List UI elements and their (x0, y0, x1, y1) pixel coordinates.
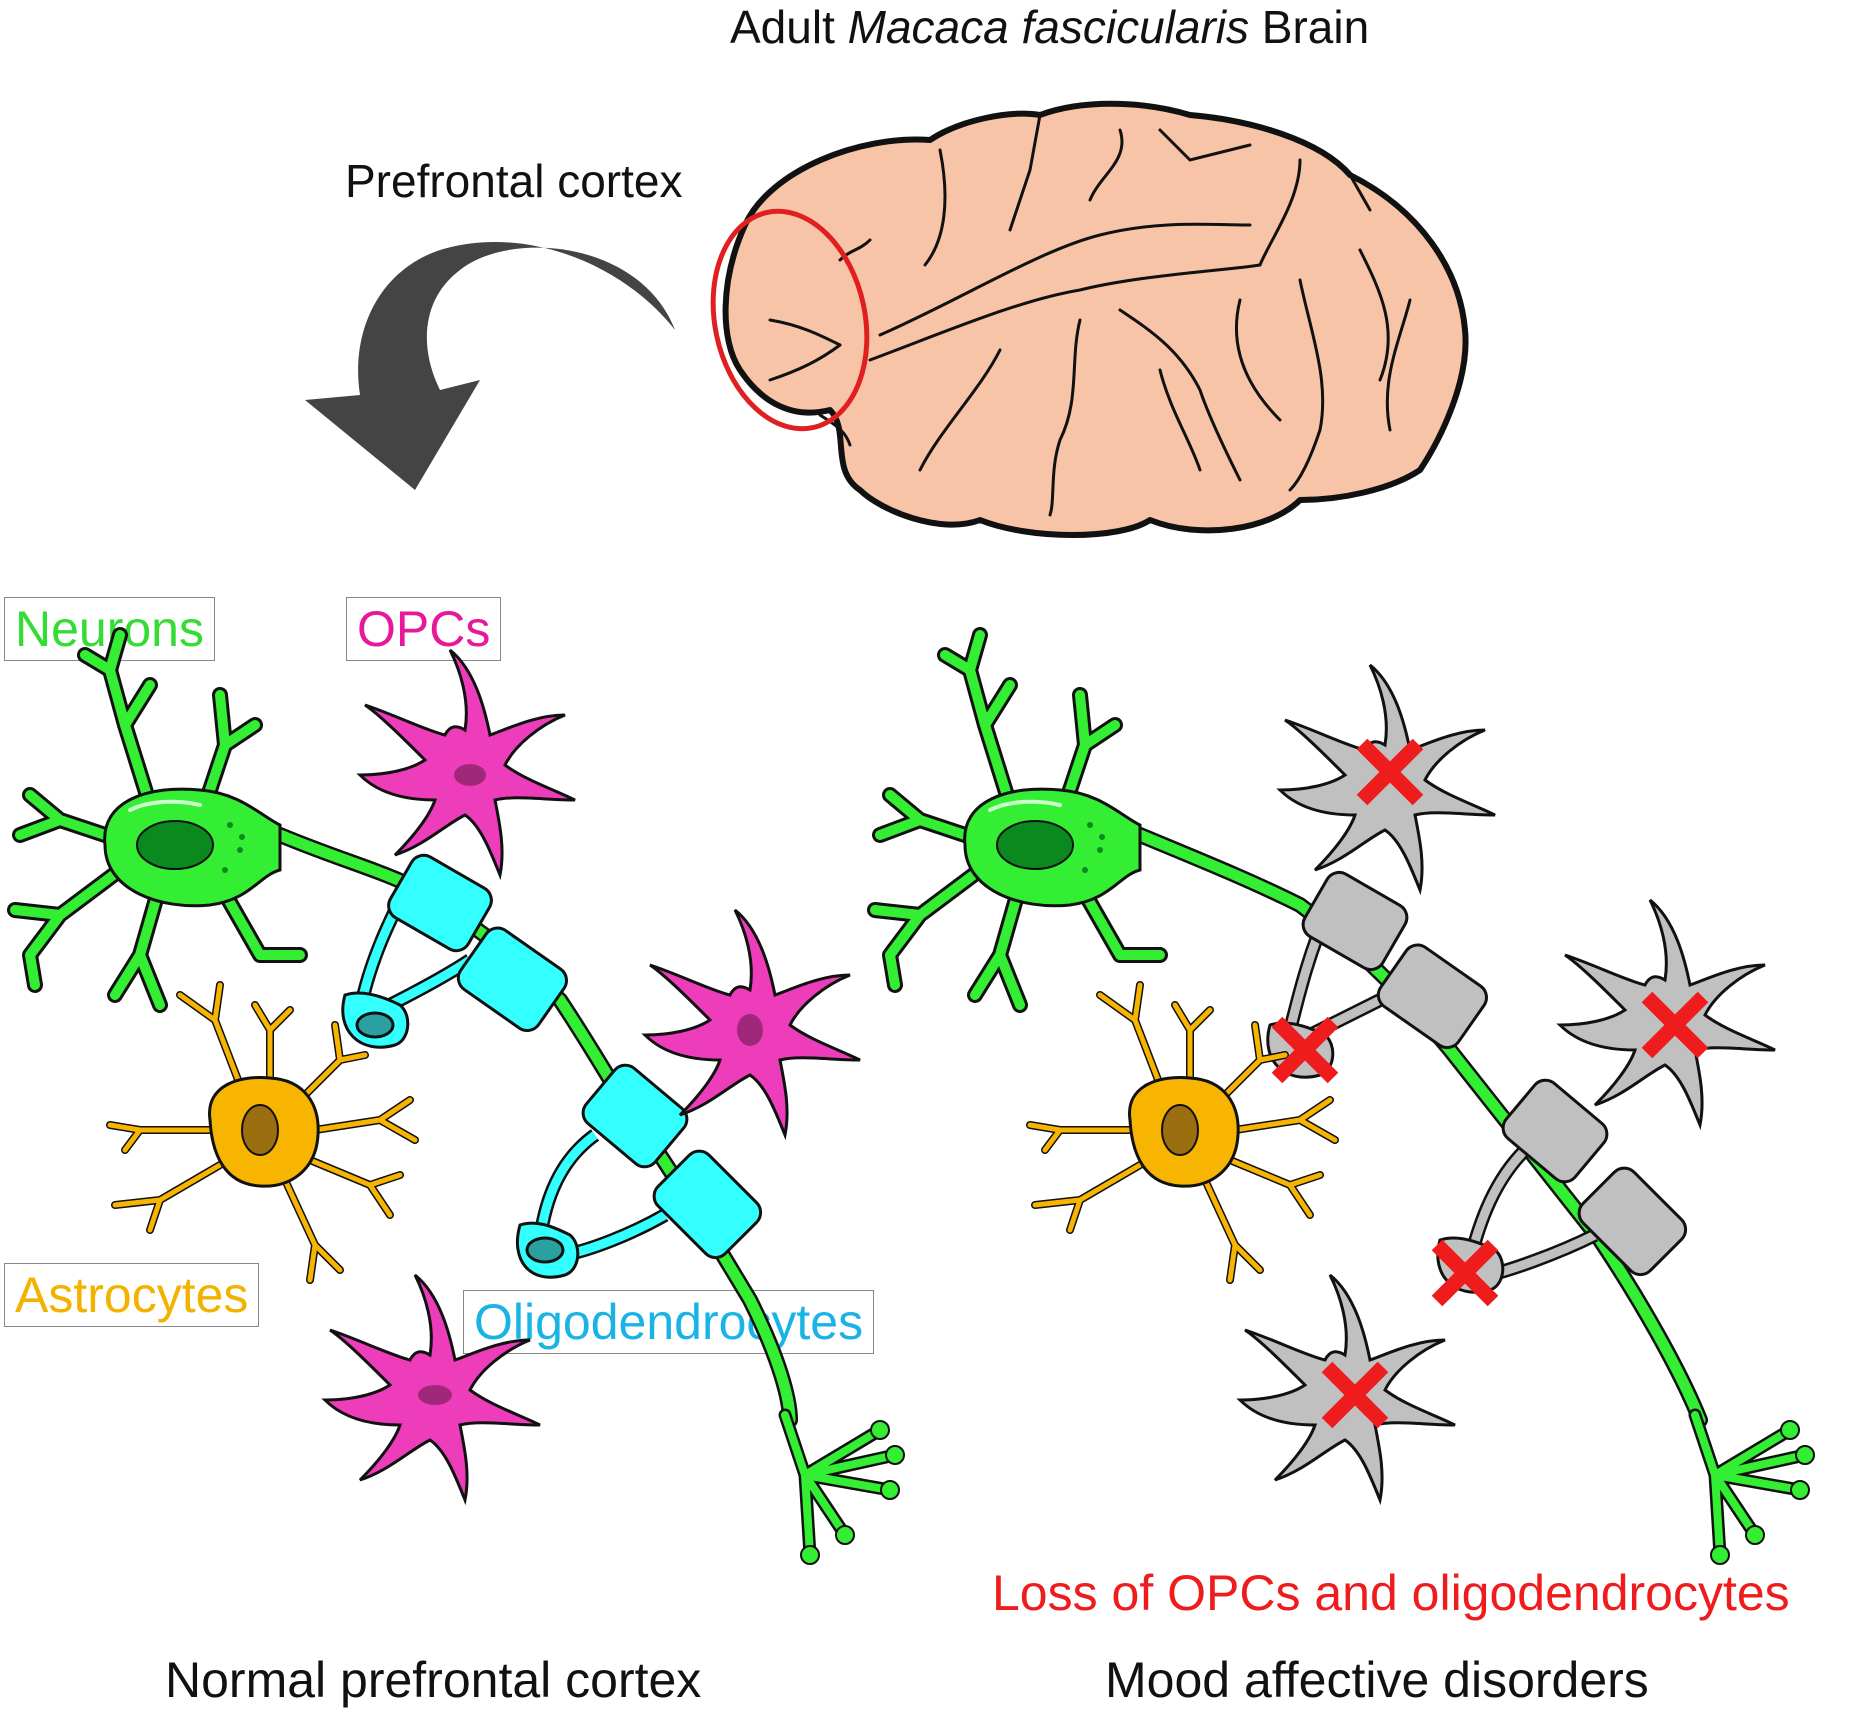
lost-opc (1238, 663, 1777, 1502)
axon-terminal (1695, 1415, 1814, 1564)
figure-title: Adult Macaca fascicularis Brain (730, 1, 1370, 53)
right-panel-caption: Mood affective disorders (1105, 1652, 1649, 1708)
legend-astrocytes: Astrocytes (4, 1263, 260, 1327)
oligodendrocyte-icon (515, 1063, 763, 1279)
axon-terminal (785, 1415, 904, 1564)
neuron-icon (15, 635, 300, 1005)
loss-label: Loss of OPCs and oligodendrocytes (992, 1565, 1790, 1621)
left-panel-caption: Normal prefrontal cortex (165, 1652, 702, 1708)
neuron-icon (875, 635, 1160, 1005)
disorder-panel (875, 635, 1814, 1564)
highlight-ring (710, 208, 870, 432)
prefrontal-cortex-label: Prefrontal cortex (345, 155, 683, 207)
brain-icon (710, 100, 1469, 538)
oligodendrocyte-icon (341, 853, 568, 1049)
curved-arrow-icon (305, 241, 675, 490)
normal-panel (15, 635, 904, 1564)
legend-opcs: OPCs (346, 597, 502, 661)
legend-oligodendrocytes: Oligodendrocytes (463, 1290, 875, 1354)
